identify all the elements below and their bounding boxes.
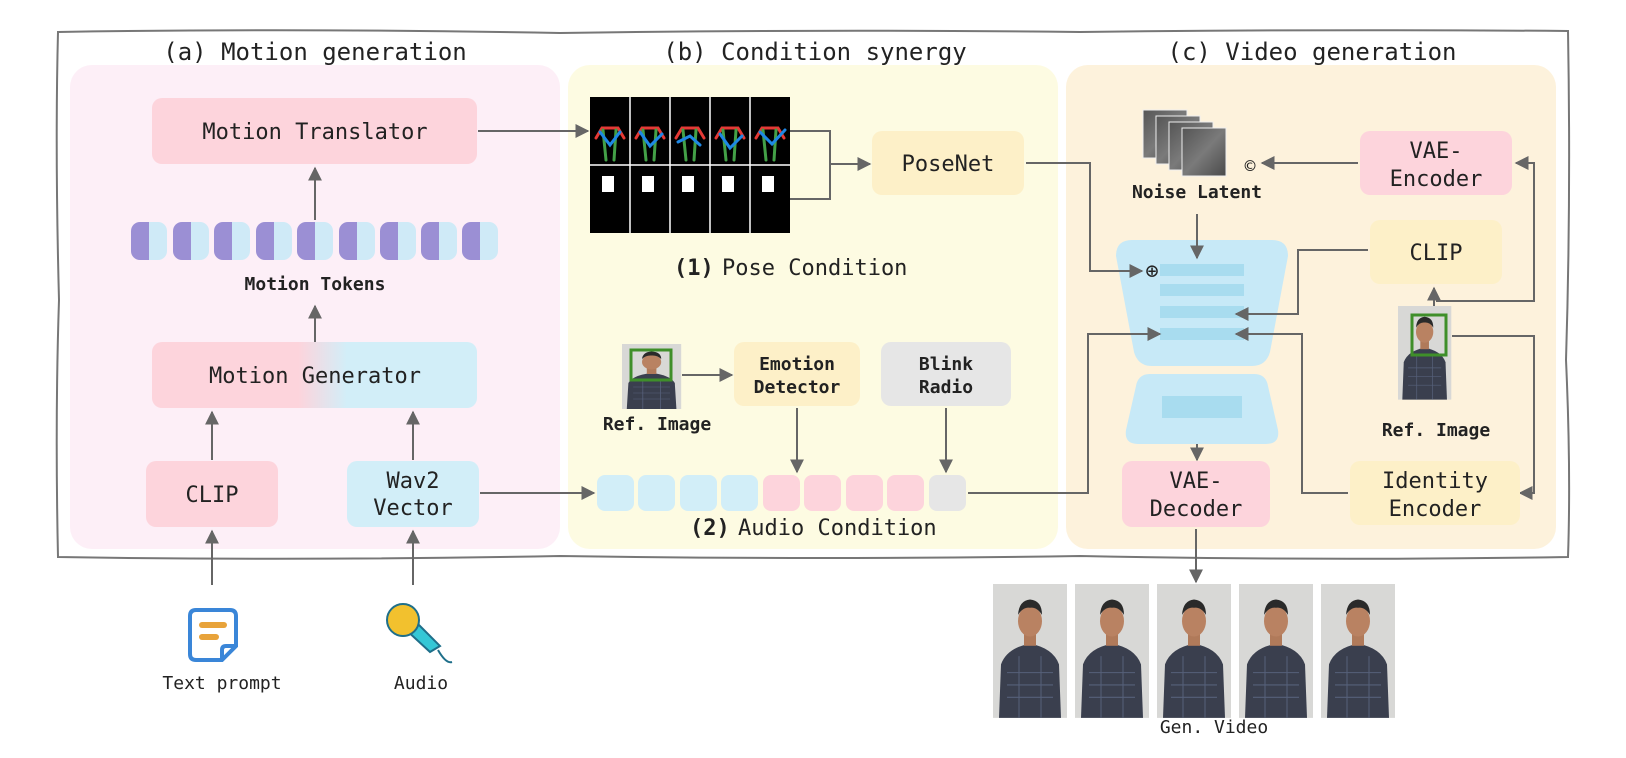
audio-condition-num: (2) (690, 516, 730, 541)
pose-condition-label: Pose Condition (722, 256, 907, 281)
concat-symbol: © (1245, 156, 1256, 177)
motion-token-row (131, 222, 498, 260)
ref-image-label-synergy: Ref. Image (603, 414, 712, 435)
motion-token (131, 222, 167, 260)
gen-video-frame (1238, 583, 1314, 719)
plus-symbol: ⊕ (1145, 259, 1158, 284)
blink-radio-label-1: Blink (919, 354, 973, 375)
noise-latent-stack (1142, 109, 1227, 177)
ref-image-label-video: Ref. Image (1382, 420, 1491, 441)
motion-token (214, 222, 250, 260)
motion-generator-box (152, 342, 477, 408)
motion-token (173, 222, 209, 260)
outer-frame (55, 29, 1571, 560)
gen-video-label: Gen. Video (1160, 717, 1268, 738)
unet-layer (1160, 306, 1244, 318)
audio-label: Audio (394, 673, 448, 694)
section-title-synergy: (b) Condition synergy (663, 38, 966, 66)
motion-token (297, 222, 333, 260)
ref-image-video (1397, 305, 1452, 400)
identity-encoder-label-1: Identity (1382, 469, 1488, 494)
noise-latent-label: Noise Latent (1132, 182, 1262, 203)
motion-translator-box (152, 98, 477, 164)
wav2vector-label-1: Wav2 (387, 469, 440, 494)
posenet-box (872, 131, 1024, 195)
arrow-clip-to-unet (1234, 249, 1368, 321)
audio-token (597, 475, 634, 511)
vae-encoder-box (1360, 131, 1512, 195)
audio-token (680, 475, 717, 511)
emotion-token (804, 475, 841, 511)
arrow-identity-to-unet (1234, 327, 1348, 494)
gen-video-frame (992, 583, 1068, 719)
wav2vector-box (347, 461, 479, 527)
blink-radio-label-2: Radio (919, 377, 973, 398)
clip-label-video: CLIP (1410, 241, 1463, 266)
denoising-unet-upper (1116, 240, 1288, 366)
unet-layer (1160, 328, 1244, 340)
face-box-video (1410, 313, 1448, 357)
face-box-synergy (629, 348, 673, 382)
arrow-ref-to-identity (1452, 335, 1535, 500)
identity-encoder-box (1350, 461, 1520, 525)
document-icon (188, 608, 238, 662)
motion-token (421, 222, 457, 260)
section-title-motion: (a) Motion generation (163, 38, 466, 66)
audio-token (721, 475, 758, 511)
gen-video-frame (1074, 583, 1150, 719)
posenet-label: PoseNet (902, 152, 995, 177)
motion-token (380, 222, 416, 260)
motion-token (339, 222, 375, 260)
emotion-detector-label-2: Detector (754, 377, 841, 398)
motion-generator-label: Motion Generator (209, 364, 421, 389)
motion-tokens-label: Motion Tokens (245, 274, 386, 295)
unet-layer (1160, 264, 1244, 276)
emotion-token (763, 475, 800, 511)
blink-token (929, 475, 966, 511)
arrow-audio-to-unet (968, 327, 1162, 494)
emotion-detector-box (734, 342, 860, 406)
gen-video-frame (1320, 583, 1396, 719)
section-title-video: (c) Video generation (1168, 38, 1457, 66)
audio-condition-label: Audio Condition (738, 516, 937, 541)
vae-decoder-label-1: VAE- (1170, 469, 1223, 494)
microphone-icon (386, 603, 453, 664)
vae-decoder-box (1122, 461, 1270, 527)
gen-video-frames (992, 583, 1396, 719)
emotion-detector-label-1: Emotion (759, 354, 835, 375)
arrow-posenet-to-unet (1026, 162, 1144, 278)
vae-encoder-label-2: Encoder (1390, 167, 1483, 192)
vae-encoder-label-1: VAE- (1410, 139, 1463, 164)
text-prompt-label: Text prompt (162, 673, 281, 694)
arrow-pose-to-posenet (790, 130, 870, 200)
clip-box-video (1370, 220, 1502, 284)
audio-token-row (597, 475, 966, 511)
motion-translator-label: Motion Translator (202, 120, 427, 145)
pose-condition-num: (1) (674, 256, 714, 281)
arrow-ref-to-vae-enc (1436, 156, 1535, 302)
blink-radio-box (881, 342, 1011, 406)
audio-token (638, 475, 675, 511)
unet-layer (1160, 284, 1244, 296)
unet-layer (1162, 396, 1242, 418)
emotion-token (887, 475, 924, 511)
vae-decoder-label-2: Decoder (1150, 497, 1243, 522)
wav2vector-label-2: Vector (373, 496, 452, 521)
identity-encoder-label-2: Encoder (1389, 497, 1482, 522)
clip-label-motion: CLIP (186, 483, 239, 508)
gen-video-frame (1156, 583, 1232, 719)
emotion-token (846, 475, 883, 511)
motion-token (462, 222, 498, 260)
clip-box-motion (146, 461, 278, 527)
motion-token (256, 222, 292, 260)
pose-frames (590, 97, 790, 233)
